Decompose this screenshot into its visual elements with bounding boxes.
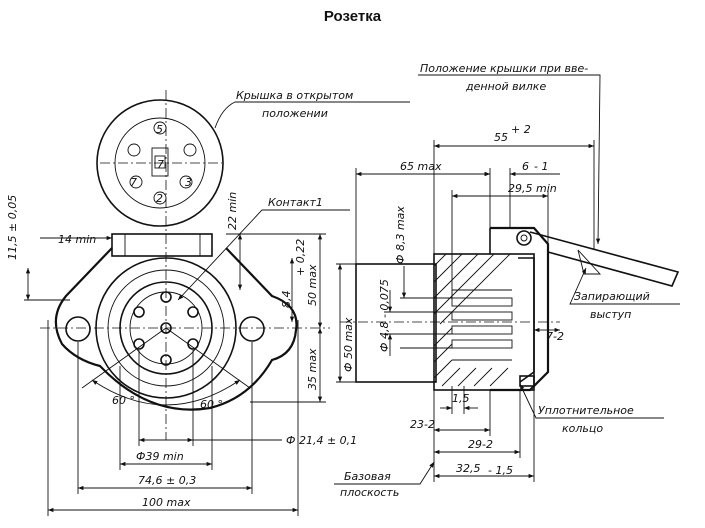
label-seal-1: Уплотнительное [538, 404, 634, 417]
socket-body [355, 263, 437, 383]
cover-hinge [516, 230, 680, 287]
dim-65max: 65 max [400, 160, 442, 173]
dim-phi-8-3max: Ф 8,3 max [394, 206, 407, 264]
dim-32-5: 32,5 [456, 462, 481, 475]
dim-23: 23-2 [410, 418, 435, 431]
front-callouts: Крышка в открытом положении Контакт1 [177, 89, 410, 301]
dim-8-4-tol: + 0,22 [294, 239, 307, 276]
dim-29: 29-2 [468, 438, 493, 451]
label-cover-inserted-1: Положение крышки при вве- [420, 62, 588, 75]
contact-number: 3 [185, 176, 192, 189]
dim-1-5: 1,5 [452, 392, 470, 405]
mounting-hole-left [65, 316, 91, 342]
page-title: Розетка [323, 8, 382, 25]
dim-100max: 100 max [142, 496, 191, 509]
dim-55: 55 [494, 131, 508, 144]
cover-closed [489, 226, 550, 392]
dim-50max-vertical: 50 max [306, 264, 319, 306]
dim-phi-21-4: Ф 21,4 ± 0,1 [286, 434, 357, 447]
label-seal-2: кольцо [562, 422, 603, 435]
dim-35max: 35 max [306, 348, 319, 390]
side-callouts: Положение крышки при вве- денной вилке З… [334, 62, 680, 499]
cover-open-circle: 5 3 2 7 7 [96, 99, 224, 227]
dim-11-5: 11,5 ± 0,05 [6, 195, 19, 260]
dim-phi-39min: Ф39 min [136, 450, 184, 463]
side-dimensions: 55 + 2 65 max 6 - 1 29,5 min Ф 8,3 max Ф… [336, 123, 595, 482]
dim-6-tol: - 1 [534, 160, 548, 173]
label-base-1: Базовая [344, 470, 391, 483]
label-cover-open-1: Крышка в открытом [236, 89, 353, 102]
label-locking-2: выступ [590, 308, 631, 321]
front-dimensions: 11,5 ± 0,05 14 min 22 min 8,4 + 0,22 50 … [6, 192, 357, 516]
dim-14min: 14 min [58, 233, 96, 246]
side-view [340, 226, 680, 392]
contact-number: 7 [157, 158, 164, 171]
dim-phi-50max: Ф 50 max [342, 317, 355, 372]
mounting-hole-right [239, 316, 265, 342]
contact-number: 7 [130, 176, 137, 189]
dim-8-4: 8,4 [280, 291, 293, 309]
front-view: 5 3 2 7 7 [40, 90, 330, 440]
hinge-block [111, 233, 213, 257]
dim-7: 7-2 [546, 330, 564, 343]
contact-number: 2 [156, 192, 163, 205]
dim-55-tol: + 2 [511, 123, 531, 136]
dim-6: 6 [522, 160, 529, 173]
cover-contact-numbers: 5 3 2 7 7 [130, 123, 192, 205]
angle-60-left: 60 ° [112, 394, 135, 407]
flange-outline [54, 247, 298, 411]
dim-32-5-tol: - 1,5 [488, 464, 513, 477]
angle-60-right: 60 ° [200, 398, 223, 411]
dim-22min: 22 min [226, 192, 239, 230]
label-cover-open-2: положении [262, 107, 328, 120]
label-contact: Контакт1 [268, 196, 323, 209]
label-locking-1: Запирающий [574, 290, 650, 303]
dim-phi-4-8: Ф 4,8 - 0,075 [378, 279, 391, 352]
contact-number: 5 [156, 123, 163, 136]
label-base-2: плоскость [340, 486, 399, 499]
label-cover-inserted-2: денной вилке [465, 80, 546, 93]
dim-29-5min: 29,5 min [508, 182, 557, 195]
dim-74-6: 74,6 ± 0,3 [138, 474, 196, 487]
